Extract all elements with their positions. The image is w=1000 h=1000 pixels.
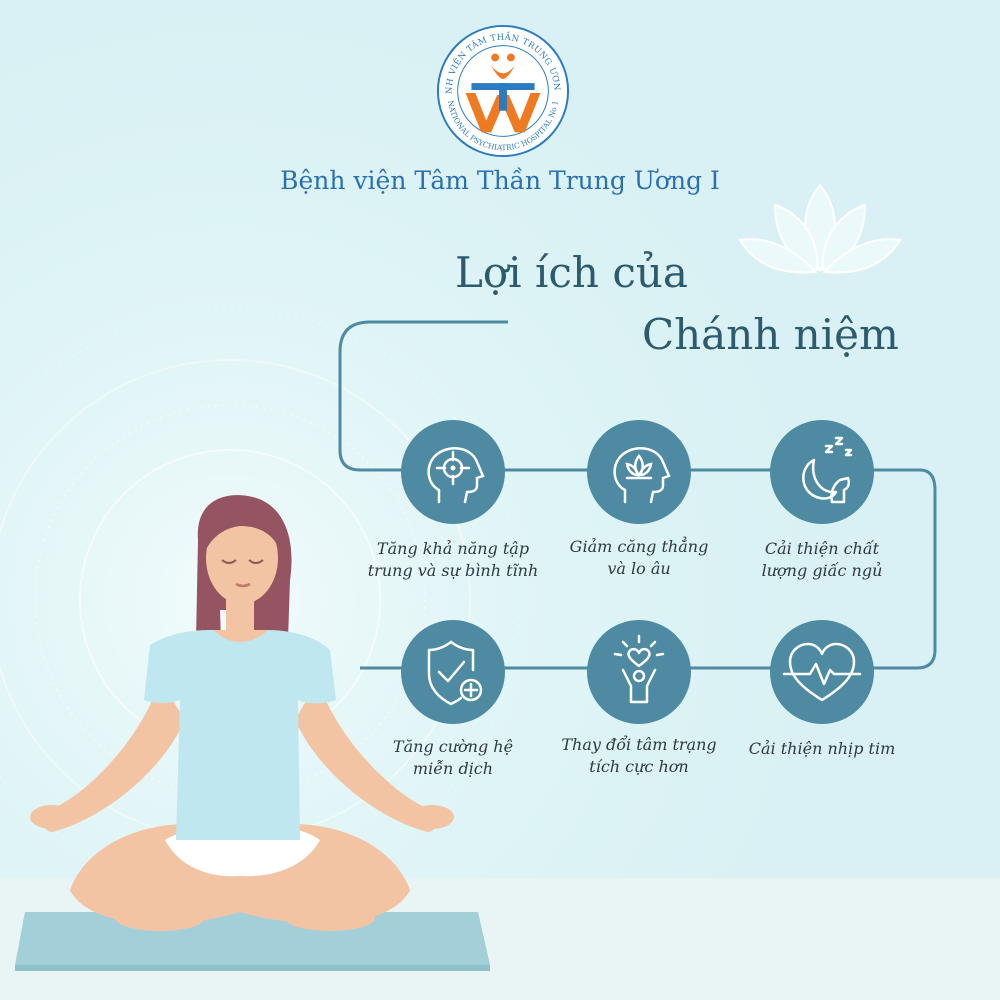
shield-check-icon [427,640,483,706]
benefit-icon-focus [401,420,505,524]
title-line-1: Lợi ích của [455,248,688,297]
benefit-icon-stress [587,420,691,524]
benefit-icon-sleep [770,420,874,524]
yoga-mat [15,912,490,965]
heart-pulse-icon [782,642,862,702]
benefit-icon-mood [587,620,691,724]
benefit-label-heart: Cải thiện nhịp tim [748,739,896,758]
benefit-icon-heart [770,620,874,724]
lotus-icon [738,183,902,274]
benefit-icon-immune [401,620,505,724]
title-line-2: Chánh niệm [642,310,899,359]
hospital-logo: BỆNH VIỆN TÂM THẦN TRUNG ƯƠNG 1 NATIONAL… [434,22,570,158]
hospital-name: Bệnh viện Tâm Thần Trung Ương I [280,166,720,195]
moon-sleep-icon [802,436,853,504]
head-target-icon [427,447,485,504]
person-heart-icon [613,634,665,704]
head-lotus-icon [613,447,671,504]
